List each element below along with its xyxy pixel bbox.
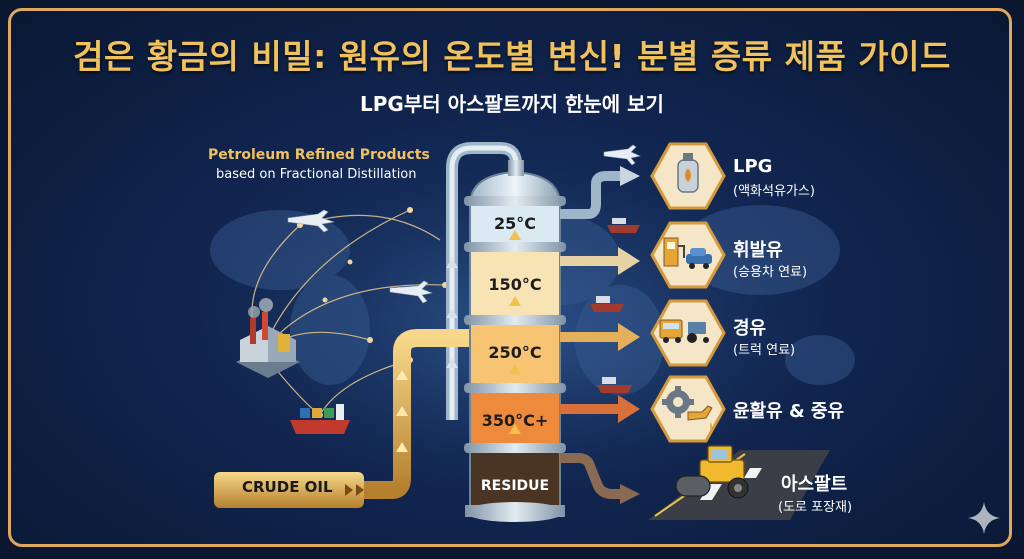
product-name-asphalt: 아스팔트 bbox=[781, 474, 848, 495]
airplane-icon bbox=[287, 209, 335, 233]
product-desc-diesel: (트럭 연료) bbox=[733, 343, 796, 358]
outlet-pipe-diesel bbox=[560, 323, 640, 351]
product-name-lubricant: 윤활유 & 중유 bbox=[733, 401, 845, 422]
refinery-factory-icon bbox=[236, 298, 300, 378]
product-desc-gasoline: (승용차 연료) bbox=[733, 265, 808, 280]
caption-title: Petroleum Refined Products bbox=[208, 147, 430, 163]
product-name-gasoline: 휘발유 bbox=[733, 240, 783, 261]
airplane-icon bbox=[603, 144, 641, 166]
page-title: 검은 황금의 비밀: 원유의 온도별 변신! 분별 증류 제품 가이드 bbox=[73, 37, 951, 76]
fuel-pump-car-icon bbox=[650, 221, 726, 289]
airplane-icon bbox=[389, 280, 434, 304]
sparkle-icon bbox=[968, 502, 1000, 534]
crude-oil-label: CRUDE OIL bbox=[242, 478, 333, 496]
outlet-pipe-lpg bbox=[560, 166, 640, 219]
cargo-ship-icon bbox=[607, 218, 640, 233]
product-name-lpg: LPG bbox=[733, 156, 773, 177]
gas-cylinder-icon bbox=[650, 142, 726, 210]
temperature-label-350: 350°C+ bbox=[481, 411, 549, 430]
truck-tractor-icon bbox=[650, 299, 726, 367]
gear-oil-can-icon bbox=[650, 375, 726, 443]
product-name-diesel: 경유 bbox=[733, 318, 767, 339]
outlet-pipe-asphalt bbox=[560, 453, 640, 504]
outlet-pipe-gasoline bbox=[560, 247, 640, 275]
layer-150c bbox=[469, 247, 561, 321]
product-desc-asphalt: (도로 포장재) bbox=[778, 500, 853, 515]
cargo-ship-icon bbox=[290, 404, 350, 434]
cargo-ship-icon bbox=[590, 296, 624, 312]
temperature-label-250: 250°C bbox=[488, 343, 542, 362]
outlet-pipe-lubricant bbox=[560, 395, 640, 423]
page-subtitle: LPG부터 아스팔트까지 한눈에 보기 bbox=[360, 92, 664, 116]
residue-label: RESIDUE bbox=[480, 478, 550, 494]
layer-250c bbox=[469, 319, 561, 389]
cargo-ship-icon bbox=[597, 377, 632, 393]
temperature-label-25: 25°C bbox=[493, 214, 536, 233]
road-roller-icon bbox=[648, 445, 830, 520]
up-arrow-icon bbox=[396, 370, 408, 452]
caption-subtitle: based on Fractional Distillation bbox=[216, 167, 417, 182]
up-arrow-icon bbox=[446, 258, 458, 368]
layer-residue bbox=[469, 447, 561, 511]
crude-oil-pipe bbox=[214, 472, 364, 508]
distillation-column bbox=[464, 160, 566, 522]
temperature-label-150: 150°C bbox=[488, 275, 542, 294]
product-desc-lpg: (액화석유가스) bbox=[733, 184, 815, 199]
